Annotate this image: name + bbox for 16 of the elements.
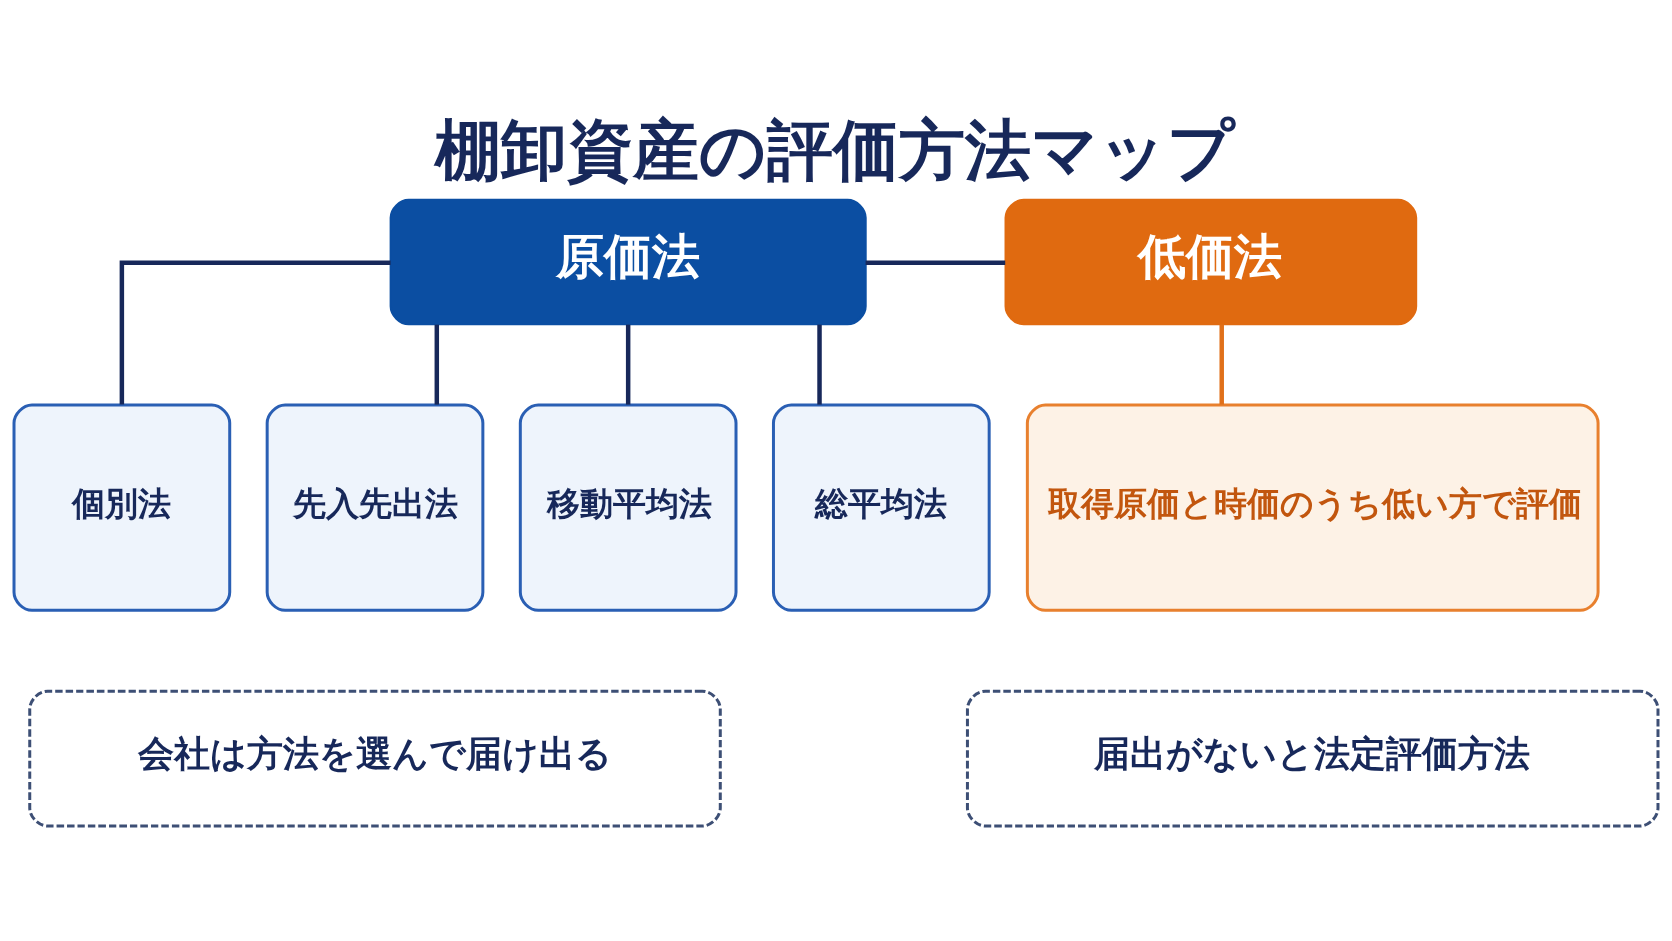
node-box: 先入先出法	[265, 403, 485, 612]
node-box: 会社は方法を選んで届け出る	[28, 689, 722, 827]
connector	[817, 324, 822, 405]
node-box: 総平均法	[771, 403, 991, 612]
connector	[1219, 324, 1224, 405]
connector	[865, 260, 1006, 265]
connector	[119, 260, 391, 405]
node-box: 原価法	[389, 198, 867, 325]
diagram-title: 棚卸資産の評価方法マップ	[435, 111, 1236, 189]
node-box: 個別法	[12, 403, 232, 612]
node-box: 届出がないと法定評価方法	[965, 689, 1660, 827]
connector	[434, 324, 440, 405]
connector	[625, 324, 631, 405]
node-box: 取得原価と時価のうち低い方で評価	[1025, 403, 1600, 612]
node-box: 低価法	[1004, 198, 1418, 325]
node-box: 移動平均法	[518, 403, 738, 612]
